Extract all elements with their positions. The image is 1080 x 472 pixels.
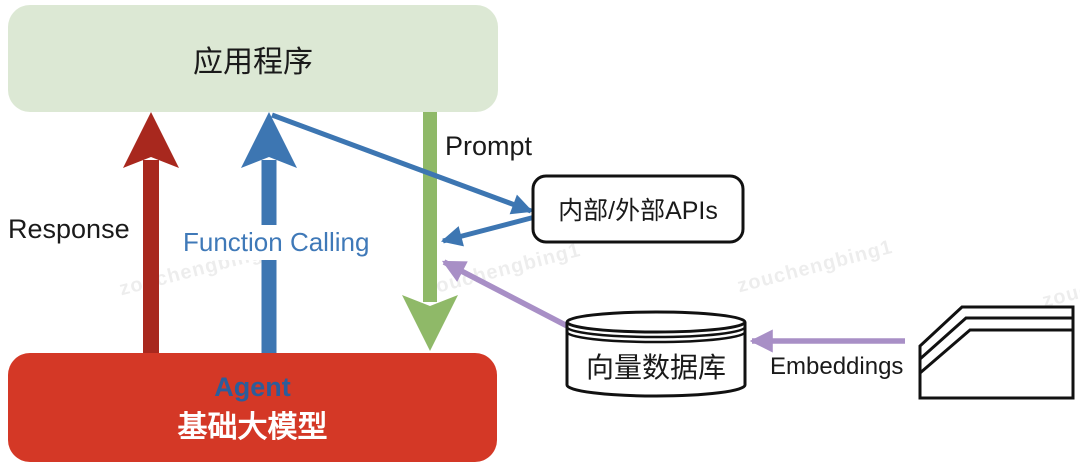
- apis-box: [531, 174, 745, 244]
- embeddings-label: Embeddings: [770, 353, 904, 380]
- vector-db-cylinder: [565, 310, 747, 398]
- function-calling-label: Function Calling: [177, 225, 376, 260]
- vectordb-to-prompt-link: [441, 259, 575, 332]
- app-to-apis-link: [271, 112, 533, 215]
- function-calling-arrow-head: [241, 112, 297, 168]
- response-arrow-head: [123, 112, 179, 168]
- agent-box-subtitle: 基础大模型: [177, 411, 328, 444]
- stack-sheet-front: [919, 328, 1073, 375]
- stack-sheet-middle: [919, 316, 1073, 361]
- prompt-arrow-head: [402, 295, 458, 351]
- application-box: [8, 5, 498, 112]
- application-box-label: 应用程序: [193, 45, 313, 79]
- embeddings-stack: [918, 305, 1075, 400]
- prompt-arrow: [402, 112, 458, 351]
- vector-db-label: 向量数据库: [585, 352, 726, 383]
- response-label: Response: [8, 214, 130, 244]
- response-arrow: [123, 112, 179, 353]
- cylinder-top: [565, 310, 747, 334]
- cylinder-ring: [565, 331, 747, 344]
- apis-to-prompt-link: [440, 214, 536, 247]
- apis-box-label: 内部/外部APIs: [558, 197, 718, 225]
- prompt-label: Prompt: [445, 131, 533, 161]
- agent-box-title: Agent: [214, 372, 291, 402]
- cylinder-ring: [565, 326, 747, 339]
- agent-box: [8, 353, 497, 462]
